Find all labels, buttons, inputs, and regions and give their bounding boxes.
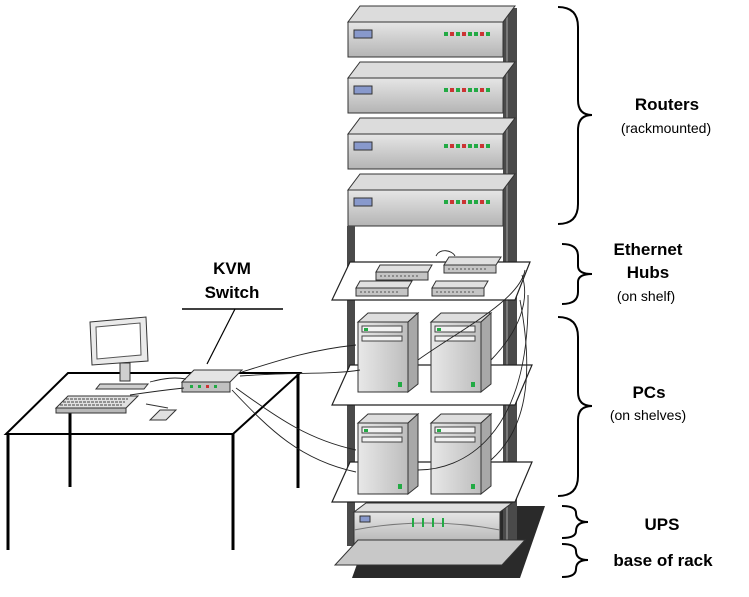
label-base: base of rack bbox=[613, 551, 713, 570]
router-leds-icon bbox=[444, 32, 490, 36]
label-routers: Routers bbox=[635, 95, 699, 114]
ethernet-hub-3 bbox=[355, 280, 413, 297]
label-kvm-line2: Switch bbox=[205, 283, 260, 302]
label-pcs-sub: (on shelves) bbox=[610, 407, 686, 423]
rack-base bbox=[333, 539, 527, 566]
brace-pcs bbox=[557, 316, 593, 497]
brace-base bbox=[561, 543, 589, 578]
desk bbox=[3, 372, 303, 550]
monitor-icon bbox=[89, 316, 150, 390]
router-badge-icon bbox=[353, 141, 373, 151]
keyboard-icon bbox=[54, 395, 140, 414]
ethernet-hub-2 bbox=[443, 256, 502, 274]
kvm-switch bbox=[180, 369, 244, 393]
router-leds-icon bbox=[444, 144, 490, 148]
router-badge-icon bbox=[353, 197, 373, 207]
router-leds-icon bbox=[444, 200, 490, 204]
mouse-icon bbox=[145, 403, 178, 421]
label-hubs-line1: Ethernet bbox=[614, 240, 683, 259]
cables bbox=[129, 250, 529, 473]
brace-hubs bbox=[561, 243, 593, 305]
brace-ups bbox=[561, 505, 589, 539]
pc-tower-2 bbox=[429, 311, 493, 394]
ups-unit bbox=[352, 502, 514, 545]
brace-routers bbox=[557, 6, 593, 225]
ethernet-hub-4 bbox=[431, 280, 489, 297]
pc-tower-3 bbox=[356, 412, 420, 496]
label-kvm-line1: KVM bbox=[213, 259, 251, 278]
braces bbox=[557, 6, 593, 578]
router-badge-icon bbox=[353, 85, 373, 95]
label-ups: UPS bbox=[645, 515, 680, 534]
label-routers-sub: (rackmounted) bbox=[621, 120, 711, 136]
router-badge-icon bbox=[353, 29, 373, 39]
pc-tower-4 bbox=[429, 412, 493, 496]
ethernet-hub-1 bbox=[375, 264, 433, 281]
router-unit-1 bbox=[347, 5, 516, 58]
label-pcs: PCs bbox=[632, 383, 665, 402]
router-unit-3 bbox=[347, 117, 516, 170]
router-unit-2 bbox=[347, 61, 516, 114]
kvm-pointer-line bbox=[206, 308, 236, 365]
pc-tower-1 bbox=[356, 311, 420, 394]
label-hubs-sub: (on shelf) bbox=[617, 288, 675, 304]
router-unit-4 bbox=[347, 173, 516, 227]
label-hubs-line2: Hubs bbox=[627, 263, 670, 282]
router-leds-icon bbox=[444, 88, 490, 92]
